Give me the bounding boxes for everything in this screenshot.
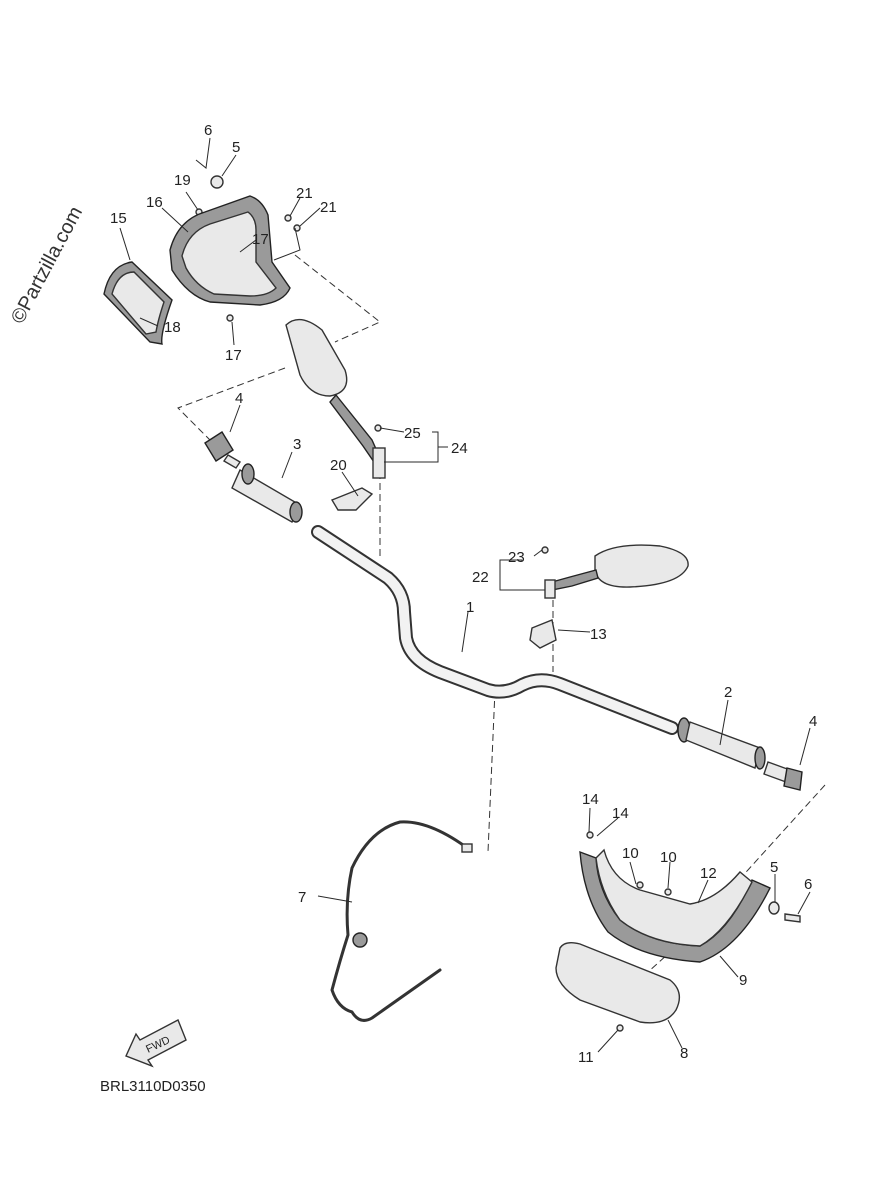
callout-23: 23: [508, 549, 525, 566]
diagram-code: BRL3110D0350: [100, 1078, 206, 1095]
callout-24: 24: [451, 440, 468, 457]
hand-guard-right: [579, 848, 771, 963]
callout-2: 2: [724, 684, 732, 701]
callout-5-top: 5: [232, 139, 240, 156]
callout-1: 1: [466, 599, 474, 616]
callout-15: 15: [110, 210, 127, 227]
bracket-20: [330, 487, 374, 511]
callout-14-a: 14: [582, 791, 599, 808]
callout-25: 25: [404, 425, 421, 442]
grip-right: [677, 717, 766, 770]
callout-12: 12: [700, 865, 717, 882]
callout-9: 9: [739, 972, 747, 989]
fwd-arrow: FWD: [125, 1019, 187, 1068]
callout-14-b: 14: [612, 805, 629, 822]
callout-20: 20: [330, 457, 347, 474]
bracket-13: [529, 619, 557, 649]
callout-4-left: 4: [235, 390, 243, 407]
throttle-grip-left: [231, 463, 303, 523]
callout-10-a: 10: [622, 845, 639, 862]
callout-10-b: 10: [660, 849, 677, 866]
handlebar: [311, 525, 679, 735]
callout-7: 7: [298, 889, 306, 906]
hand-guard-cover: [555, 941, 681, 1024]
callout-13: 13: [590, 626, 607, 643]
callout-5-right: 5: [770, 859, 778, 876]
watermark: ©Partzilla.com: [7, 203, 87, 327]
bar-end-right: [763, 761, 803, 791]
callout-11: 11: [578, 1049, 594, 1066]
leader-lines: [119, 137, 811, 1053]
callout-3: 3: [293, 436, 301, 453]
mirror-right: [544, 544, 689, 599]
callout-16: 16: [146, 194, 163, 211]
clutch-cable: [330, 820, 473, 1022]
callout-6-right: 6: [804, 876, 812, 893]
callout-21-a: 21: [296, 185, 313, 202]
callout-17-a: 17: [252, 231, 269, 248]
callout-4-right: 4: [809, 713, 817, 730]
bar-end-left: [204, 431, 241, 469]
callout-8: 8: [680, 1045, 688, 1062]
callout-6-top: 6: [204, 122, 212, 139]
callout-18: 18: [164, 319, 181, 336]
callouts: 1 2 3 4 4 5 5 6 6 7 8 9 10 10 11 12 13 1…: [110, 122, 817, 1066]
callout-22: 22: [472, 569, 489, 586]
callout-17-b: 17: [225, 347, 242, 364]
hand-guard-left: [103, 195, 291, 345]
callout-21-b: 21: [320, 199, 337, 216]
mirror-left: [285, 318, 386, 479]
callout-19: 19: [174, 172, 191, 189]
